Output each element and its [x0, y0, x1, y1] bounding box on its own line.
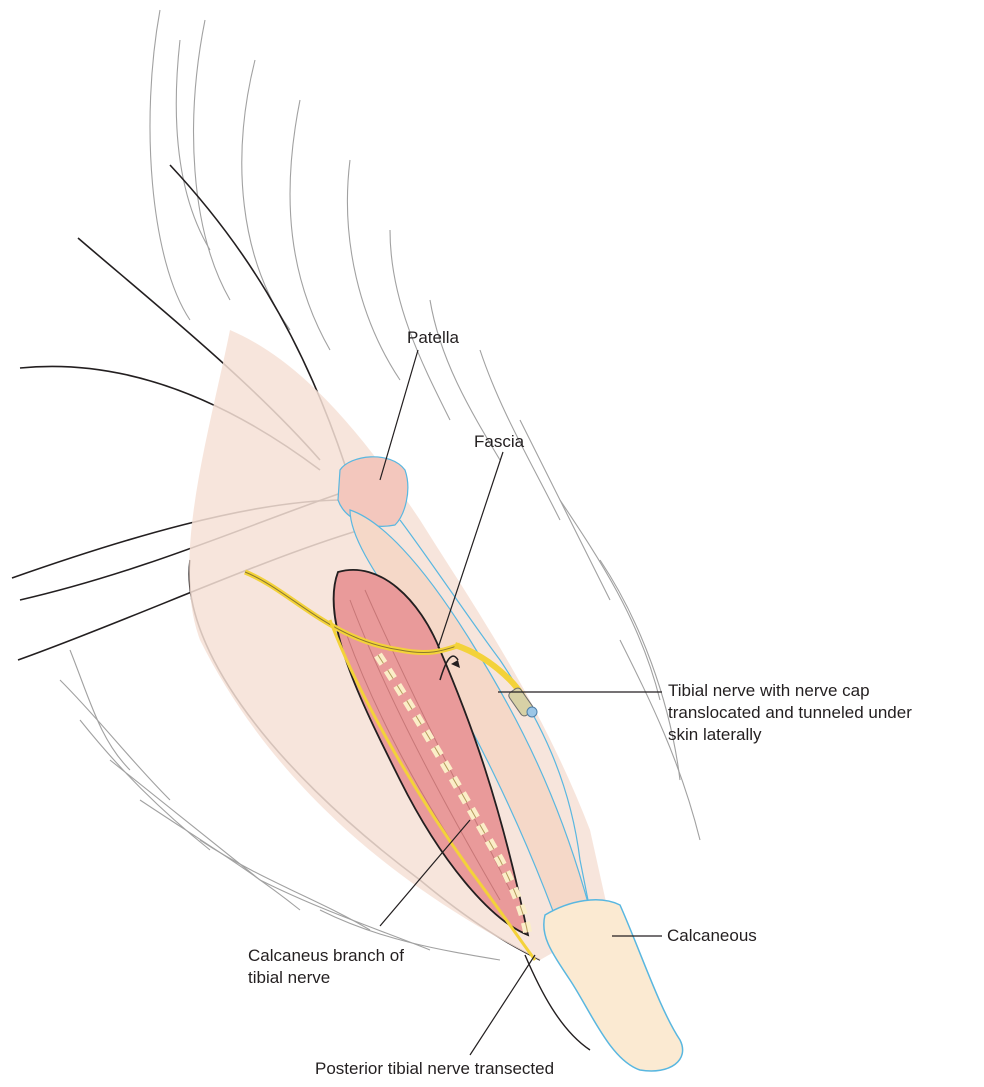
label-calcaneus-branch-line-2: tibial nerve [248, 967, 404, 989]
label-tibial-nerve: Tibial nerve with nerve cap translocated… [668, 680, 912, 746]
label-fascia: Fascia [474, 431, 524, 453]
label-calcaneus-branch-line-1: Calcaneus branch of [248, 945, 404, 967]
patella-shape [338, 457, 408, 526]
label-tibial-nerve-line-1: Tibial nerve with nerve cap [668, 680, 912, 702]
calcaneus-bone [544, 900, 683, 1071]
label-calcaneus-branch: Calcaneus branch of tibial nerve [248, 945, 404, 989]
label-tibial-nerve-line-2: translocated and tunneled under [668, 702, 912, 724]
label-tibial-nerve-line-3: skin laterally [668, 724, 912, 746]
label-patella: Patella [407, 327, 459, 349]
label-posterior-tibial: Posterior tibial nerve transected [315, 1058, 554, 1080]
label-calcaneous: Calcaneous [667, 925, 757, 947]
